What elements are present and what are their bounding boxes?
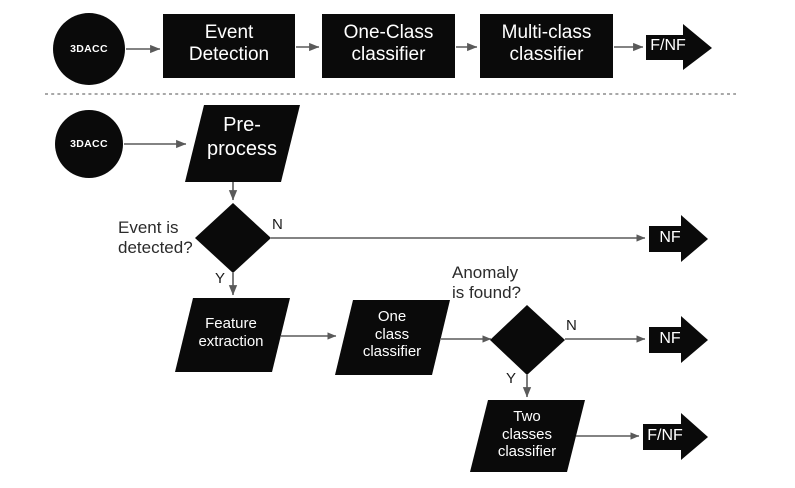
event-decision-diamond: [195, 203, 271, 273]
two-classes-classifier-parallelogram: [470, 400, 585, 472]
event-decision-yes-label: Y: [215, 270, 226, 287]
anomaly-decision-yes-label: Y: [506, 370, 517, 387]
anomaly-decision-diamond: [490, 305, 565, 375]
top-output-arrow-shape: [646, 24, 712, 70]
anomaly-decision-question: Anomaly is found?: [452, 263, 521, 303]
bottom-source-circle: [55, 110, 123, 178]
top-output-label: F/NF: [650, 37, 686, 54]
fnf-output-label-bottom: F/NF: [647, 427, 683, 444]
event-decision-no-label: N: [272, 216, 283, 233]
nf-output-arrow-shape-upper: [649, 215, 708, 262]
nf-output-label-upper: NF: [659, 229, 681, 246]
top-source-circle: [53, 13, 125, 85]
anomaly-decision-no-label: N: [566, 317, 577, 334]
top-stage-multi-class-box: [480, 14, 613, 78]
top-source-label: 3DACC: [70, 43, 108, 55]
fnf-output-arrow-shape-bottom: [643, 413, 708, 460]
event-decision-question: Event is detected?: [118, 218, 193, 258]
top-stage-one-class-box: [322, 14, 455, 78]
feature-extraction-parallelogram: [175, 298, 290, 372]
nf-output-arrow-shape-lower: [649, 316, 708, 363]
one-class-classifier-parallelogram: [335, 300, 450, 375]
bottom-source-label: 3DACC: [70, 138, 108, 150]
top-stage-event-detection-box: [163, 14, 295, 78]
preprocess-parallelogram: [185, 105, 300, 182]
nf-output-label-lower: NF: [659, 330, 681, 347]
